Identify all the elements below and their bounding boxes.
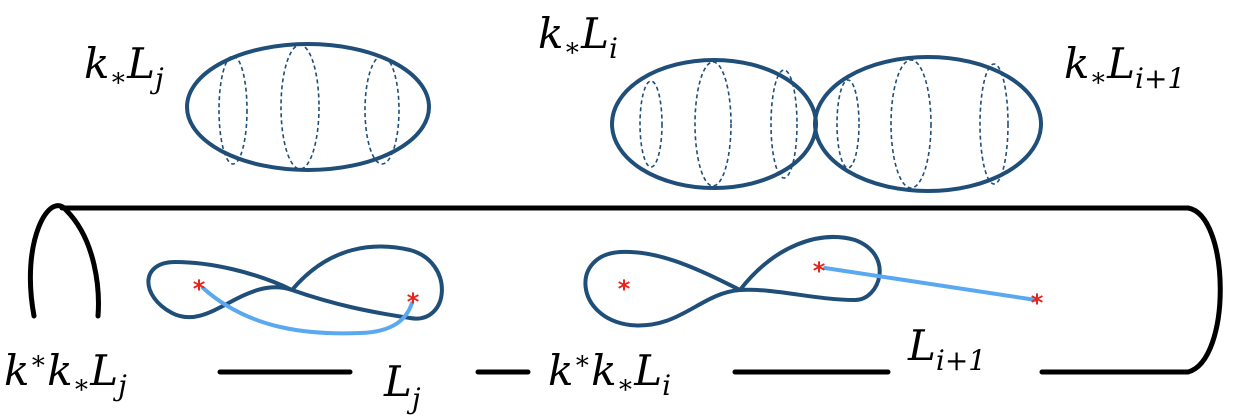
ellipsoid-slice — [891, 60, 931, 188]
marker-star: * — [618, 275, 631, 303]
ellipsoid-outline — [187, 44, 429, 170]
ellipsoid-kLj — [187, 44, 429, 170]
label-k-upper-star-k-star-Lj: k∗k∗Lj — [4, 346, 127, 402]
ellipsoid-slice — [219, 56, 247, 164]
label-k-star-Li1-top: k∗Li+1 — [1064, 39, 1185, 95]
marker-star: * — [813, 257, 826, 285]
marker-star: * — [1031, 289, 1044, 317]
ellipsoid-kLi — [612, 60, 816, 188]
ellipsoid-slice — [281, 45, 319, 169]
ellipsoid-slice — [640, 81, 662, 167]
marker-star: * — [193, 275, 206, 303]
ellipsoid-slice — [695, 62, 731, 186]
ellipsoid-kLi1 — [815, 57, 1041, 191]
ellipsoid-slice — [771, 70, 797, 178]
label-k-upper-star-k-star-Li: k∗k∗Li — [548, 346, 671, 402]
marker-star: * — [407, 288, 420, 316]
ellipsoid-outline — [612, 60, 816, 188]
ellipsoid-slice — [980, 64, 1008, 184]
ellipsoid-slice — [365, 56, 399, 164]
path-Li1 — [825, 268, 1036, 300]
ellipsoid-slice — [837, 80, 859, 168]
label-Li1-bottom: Li+1 — [907, 321, 986, 377]
cylinder-right-cap — [1188, 208, 1220, 372]
label-k-star-Lj-top: k∗Lj — [84, 39, 164, 95]
label-Lj-bottom: Lj — [383, 357, 421, 415]
label-k-star-Li-top: k∗Li — [538, 9, 618, 65]
cylinder-left-cap — [30, 206, 98, 316]
ellipsoid-outline — [815, 57, 1041, 191]
